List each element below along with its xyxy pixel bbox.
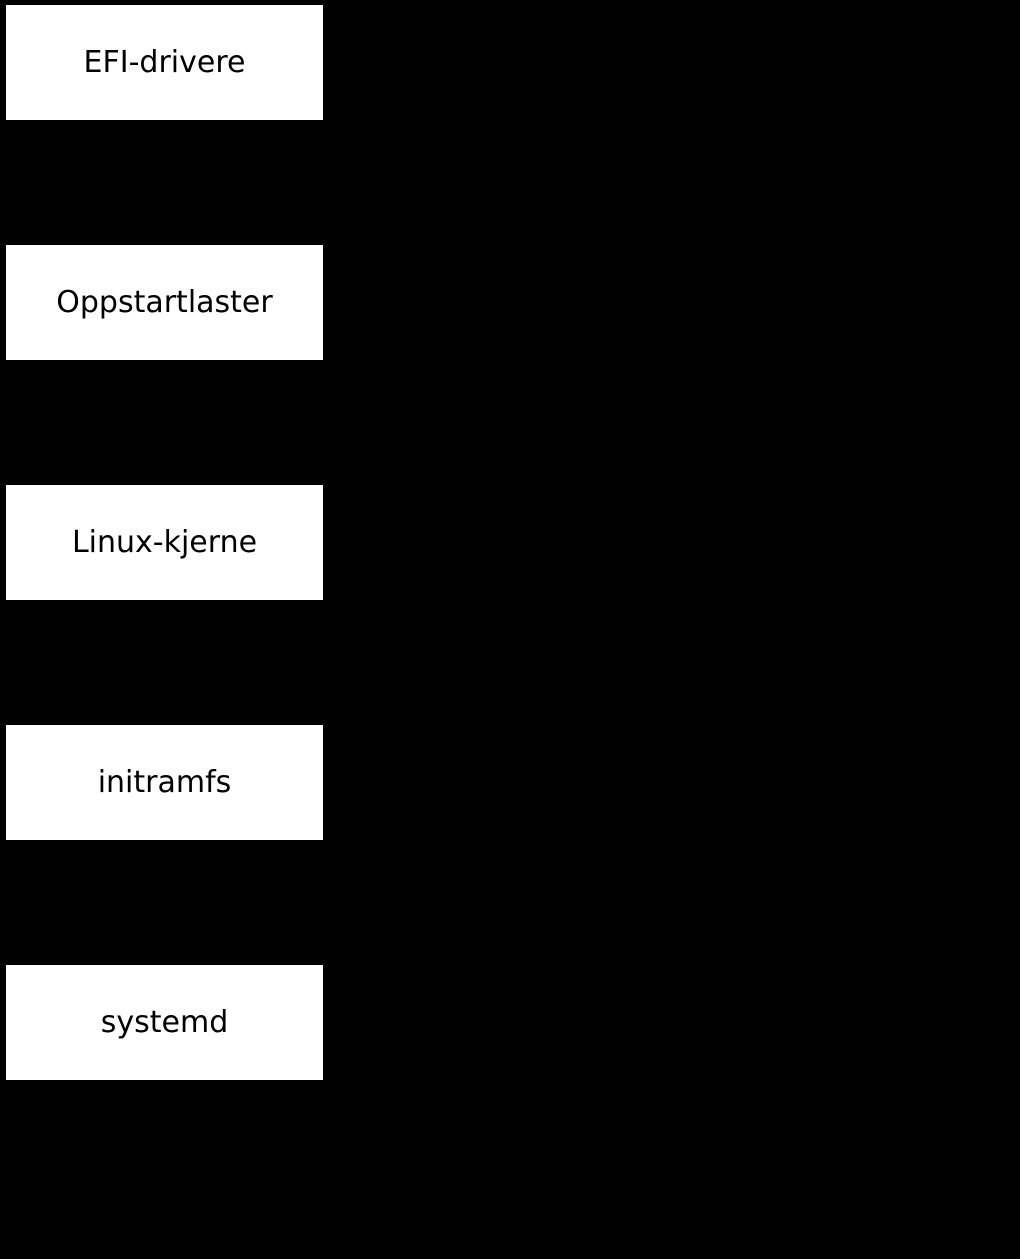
- node-label: systemd: [100, 1004, 229, 1040]
- node-label: Oppstartlaster: [56, 284, 273, 320]
- node-label: initramfs: [97, 764, 232, 800]
- node-label: Linux-kjerne: [71, 524, 258, 560]
- flow-node-oppstartlaster: Oppstartlaster: [6, 245, 323, 360]
- flow-node-systemd: systemd: [6, 965, 323, 1080]
- flow-node-initramfs: initramfs: [6, 725, 323, 840]
- flow-node-linux-kjerne: Linux-kjerne: [6, 485, 323, 600]
- flow-node-efi-drivere: EFI-drivere: [6, 5, 323, 120]
- node-label: EFI-drivere: [83, 44, 246, 80]
